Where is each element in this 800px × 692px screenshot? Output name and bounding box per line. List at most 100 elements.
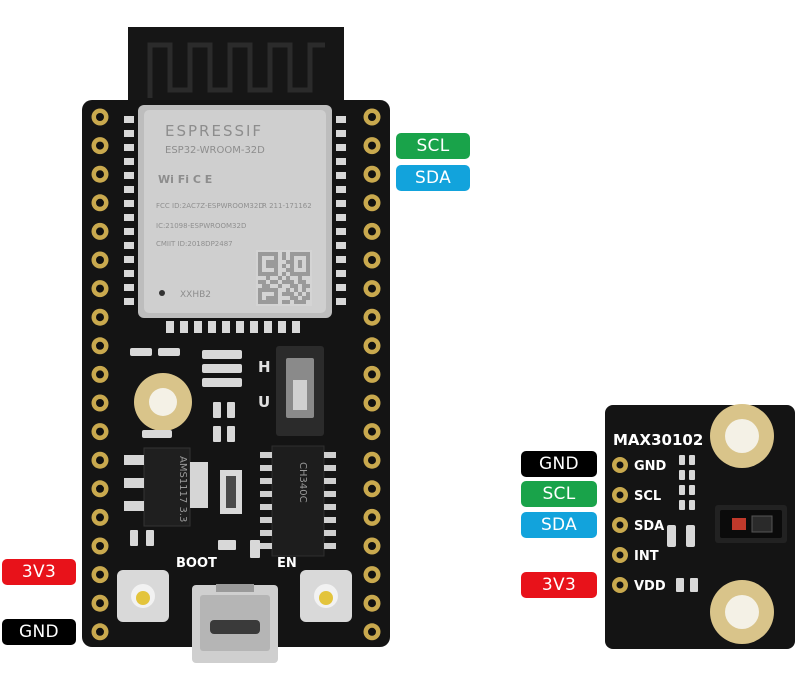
qr-cell [258, 296, 262, 300]
tag-max-3v3: 3V3 [521, 572, 597, 598]
header-pin-hole [96, 570, 104, 579]
qr-cell [274, 252, 278, 256]
module-pad [336, 144, 346, 151]
esp32-module-pads [124, 116, 346, 305]
en-button[interactable] [300, 570, 352, 622]
usb-serial-chip: CH340C [260, 445, 336, 557]
esp32-module-brand: ESPRESSIF [165, 122, 263, 140]
qr-cell [258, 268, 262, 272]
chip-pin [324, 530, 336, 536]
header-pin-hole [96, 370, 104, 379]
qr-cell [290, 256, 294, 260]
qr-cell [290, 252, 294, 256]
chip-pin [260, 543, 272, 549]
qr-cell [286, 280, 290, 284]
header-pin-hole [96, 456, 104, 465]
smd-components [130, 348, 242, 442]
qr-cell [262, 272, 266, 276]
header-pin-hole [96, 399, 104, 407]
en-label: EN [277, 556, 297, 571]
module-pad [124, 158, 134, 165]
header-pin-hole [96, 170, 104, 179]
header-pin-hole [368, 399, 376, 407]
qr-cell [306, 272, 310, 276]
qr-cell [258, 292, 262, 296]
header-pin-hole [368, 341, 376, 350]
max-pin-label: GND [634, 459, 667, 474]
qr-cell [270, 260, 274, 264]
module-pad [208, 321, 216, 333]
qr-cell [266, 276, 270, 280]
qr-cell [294, 288, 298, 292]
module-pad [124, 284, 134, 291]
qr-cell [298, 264, 302, 268]
header-pin-hole [368, 513, 376, 522]
header-pin-hole [368, 141, 376, 150]
qr-cell [306, 264, 310, 268]
esp32-left-header [91, 108, 109, 641]
header-pin-hole [368, 284, 376, 293]
qr-cell [302, 300, 306, 304]
tag-esp-gnd: GND [2, 619, 76, 645]
boot-label: BOOT [176, 556, 217, 571]
module-pad [124, 144, 134, 151]
chip-pin [260, 452, 272, 458]
chip-pin [324, 543, 336, 549]
max-mount-hole-bottom [725, 595, 759, 629]
qr-cell [274, 300, 278, 304]
qr-cell [290, 260, 294, 264]
qr-cell [302, 284, 306, 288]
header-pin-hole [368, 198, 376, 207]
max-pin-hole [616, 461, 624, 469]
module-pad [124, 228, 134, 235]
boot-button[interactable] [117, 570, 169, 622]
qr-cell [278, 276, 282, 280]
micro-usb-port[interactable] [192, 584, 278, 663]
qr-cell [298, 260, 302, 264]
qr-cell [298, 300, 302, 304]
header-pin-hole [96, 113, 104, 121]
qr-cell [290, 296, 294, 300]
qr-cell [262, 284, 266, 288]
tag-esp-3v3: 3V3 [2, 559, 76, 585]
qr-cell [274, 292, 278, 296]
qr-cell [270, 296, 274, 300]
qr-cell [266, 272, 270, 276]
chip-pin [260, 478, 272, 484]
chip-pin [260, 465, 272, 471]
qr-cell [262, 280, 266, 284]
regulator-marking: AMS1117 3.3 [177, 456, 188, 522]
qr-cell [286, 268, 290, 272]
switch-label-h: H [258, 358, 271, 376]
qr-cell [290, 272, 294, 276]
module-pad [124, 270, 134, 277]
chip-pin [324, 452, 336, 458]
qr-cell [290, 268, 294, 272]
qr-cell [270, 272, 274, 276]
module-pad [336, 214, 346, 221]
chip-pin [324, 465, 336, 471]
header-pin-hole [96, 513, 104, 522]
qr-cell [298, 276, 302, 280]
qr-cell [290, 280, 294, 284]
qr-cell [274, 264, 278, 268]
esp32-module-text-3: CMIIT ID:2018DP2487 [156, 240, 233, 248]
header-pin-hole [368, 570, 376, 579]
max-mount-hole-top [725, 419, 759, 453]
qr-cell [286, 260, 290, 264]
qr-cell [270, 288, 274, 292]
module-pad [124, 200, 134, 207]
qr-cell [258, 264, 262, 268]
module-pad [236, 321, 244, 333]
module-pad [336, 298, 346, 305]
tag-max-sda: SDA [521, 512, 597, 538]
module-pad [124, 298, 134, 305]
qr-cell [274, 256, 278, 260]
chip-pin [324, 491, 336, 497]
max-pin-hole [616, 521, 624, 529]
qr-cell [274, 296, 278, 300]
qr-cell [290, 284, 294, 288]
module-pad [124, 256, 134, 263]
qr-cell [258, 272, 262, 276]
qr-cell [294, 252, 298, 256]
